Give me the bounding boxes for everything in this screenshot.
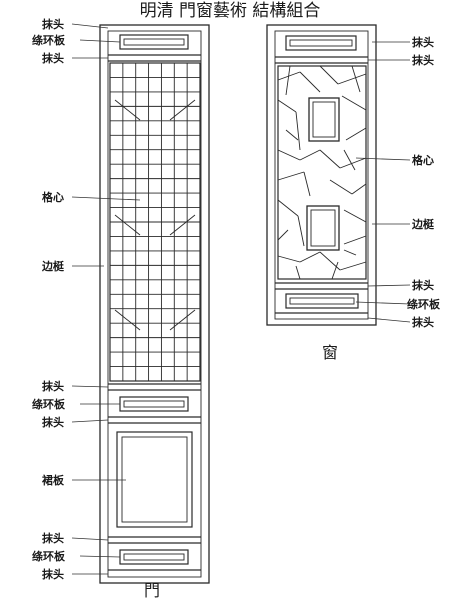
label-window-lattice: 格心 xyxy=(412,153,434,167)
window-top-panel xyxy=(285,35,357,51)
label-door-bottom-rail-2: 抹头 xyxy=(42,567,64,581)
label-window-top-rail-2: 抹头 xyxy=(412,53,434,67)
door-labels: 抹头 绦环板 抹头 格心 边梃 抹头 绦环板 抹头 裙板 抹头 绦环板 抹头 xyxy=(32,17,66,581)
door-skirt-panel xyxy=(116,431,193,528)
label-door-top-panel: 绦环板 xyxy=(32,33,66,47)
label-window-stile: 边梃 xyxy=(411,217,435,231)
label-door-lattice: 格心 xyxy=(42,190,64,204)
window-labels: 抹头 抹头 格心 边梃 抹头 绦环板 抹头 xyxy=(407,35,441,329)
door-frame xyxy=(99,24,210,584)
label-window-top-rail: 抹头 xyxy=(412,35,434,49)
window-leaders xyxy=(355,41,411,323)
window-caption: 窗 xyxy=(322,343,338,362)
label-window-bottom-rail: 抹头 xyxy=(412,278,434,292)
label-door-mid-rail-2: 抹头 xyxy=(42,415,64,429)
window-drawing xyxy=(266,24,377,326)
label-door-mid-rail: 抹头 xyxy=(42,379,64,393)
diagram-title: 明清 門窗藝術 結構組合 xyxy=(140,1,321,21)
label-window-bottom-rail-2: 抹头 xyxy=(412,315,434,329)
label-door-top-rail-2: 抹头 xyxy=(42,51,64,65)
label-window-bottom-panel: 绦环板 xyxy=(407,297,441,311)
window-bottom-panel xyxy=(285,293,359,309)
label-door-mid-panel: 绦环板 xyxy=(32,397,66,411)
window-frame xyxy=(266,24,377,326)
label-door-bottom-rail: 抹头 xyxy=(42,531,64,545)
label-door-bottom-panel: 绦环板 xyxy=(32,549,66,563)
door-leaders xyxy=(71,23,141,575)
label-door-skirt: 裙板 xyxy=(42,473,65,487)
door-caption: 門 xyxy=(144,581,160,600)
label-door-top-rail: 抹头 xyxy=(42,17,64,31)
label-door-stile: 边梃 xyxy=(41,259,65,273)
window-lattice xyxy=(277,65,367,280)
door-drawing xyxy=(99,24,210,584)
